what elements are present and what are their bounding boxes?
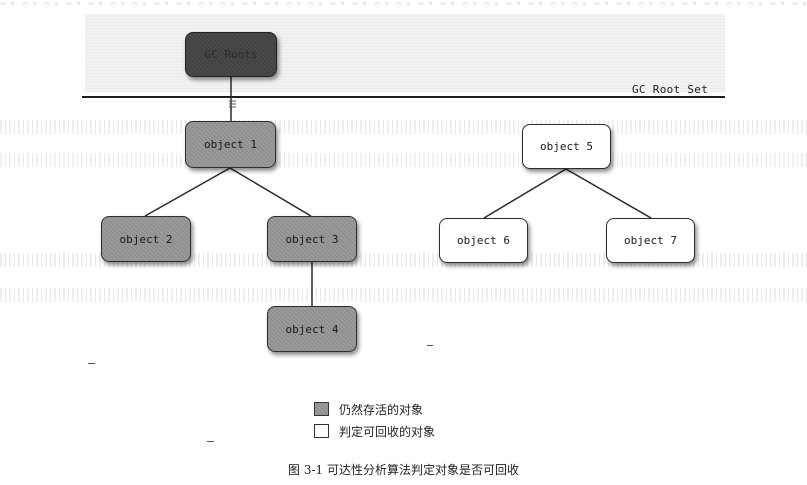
object-3-node: object 3 [267,216,357,262]
figure-caption: 图 3-1 可达性分析算法判定对象是否可回收 [288,463,519,477]
object-2-label: object 2 [119,232,173,246]
edge-object1-object3 [229,167,312,217]
edge-object5-object6 [483,168,567,219]
alive-swatch-icon [314,402,329,416]
scan-mark [427,345,433,346]
object-6-label: object 6 [457,234,510,247]
scan-noise [0,253,807,267]
object-6-node: object 6 [439,218,528,263]
legend: 仍然存活的对象 判定可回收的对象 [314,398,435,442]
legend-item-reclaimable: 判定可回收的对象 [314,420,435,442]
object-4-node: object 4 [267,306,357,352]
legend-label-alive: 仍然存活的对象 [339,402,424,417]
object-3-label: object 3 [285,232,339,246]
object-5-label: object 5 [540,140,593,153]
scan-artifact [0,2,807,5]
reclaimable-swatch-icon [314,424,329,438]
legend-item-alive: 仍然存活的对象 [314,398,435,420]
edge-object1-object2 [144,167,231,217]
scan-noise [0,288,807,302]
gc-root-set-boundary [82,96,725,98]
object-7-node: object 7 [606,218,695,263]
legend-label-reclaimable: 判定可回收的对象 [339,424,436,439]
object-7-label: object 7 [624,234,677,247]
object-1-node: object 1 [185,121,276,168]
gc-roots-label: GC Roots [204,48,258,61]
object-2-node: object 2 [101,216,191,262]
scan-mark [88,363,95,364]
edge-object5-object7 [565,168,652,219]
object-5-node: object 5 [522,124,611,169]
gc-roots-node: GC Roots [185,32,277,77]
object-4-label: object 4 [285,322,339,336]
object-1-label: object 1 [204,138,257,151]
scan-mark [207,441,214,442]
gc-root-set-label: GC Root Set [632,83,709,96]
